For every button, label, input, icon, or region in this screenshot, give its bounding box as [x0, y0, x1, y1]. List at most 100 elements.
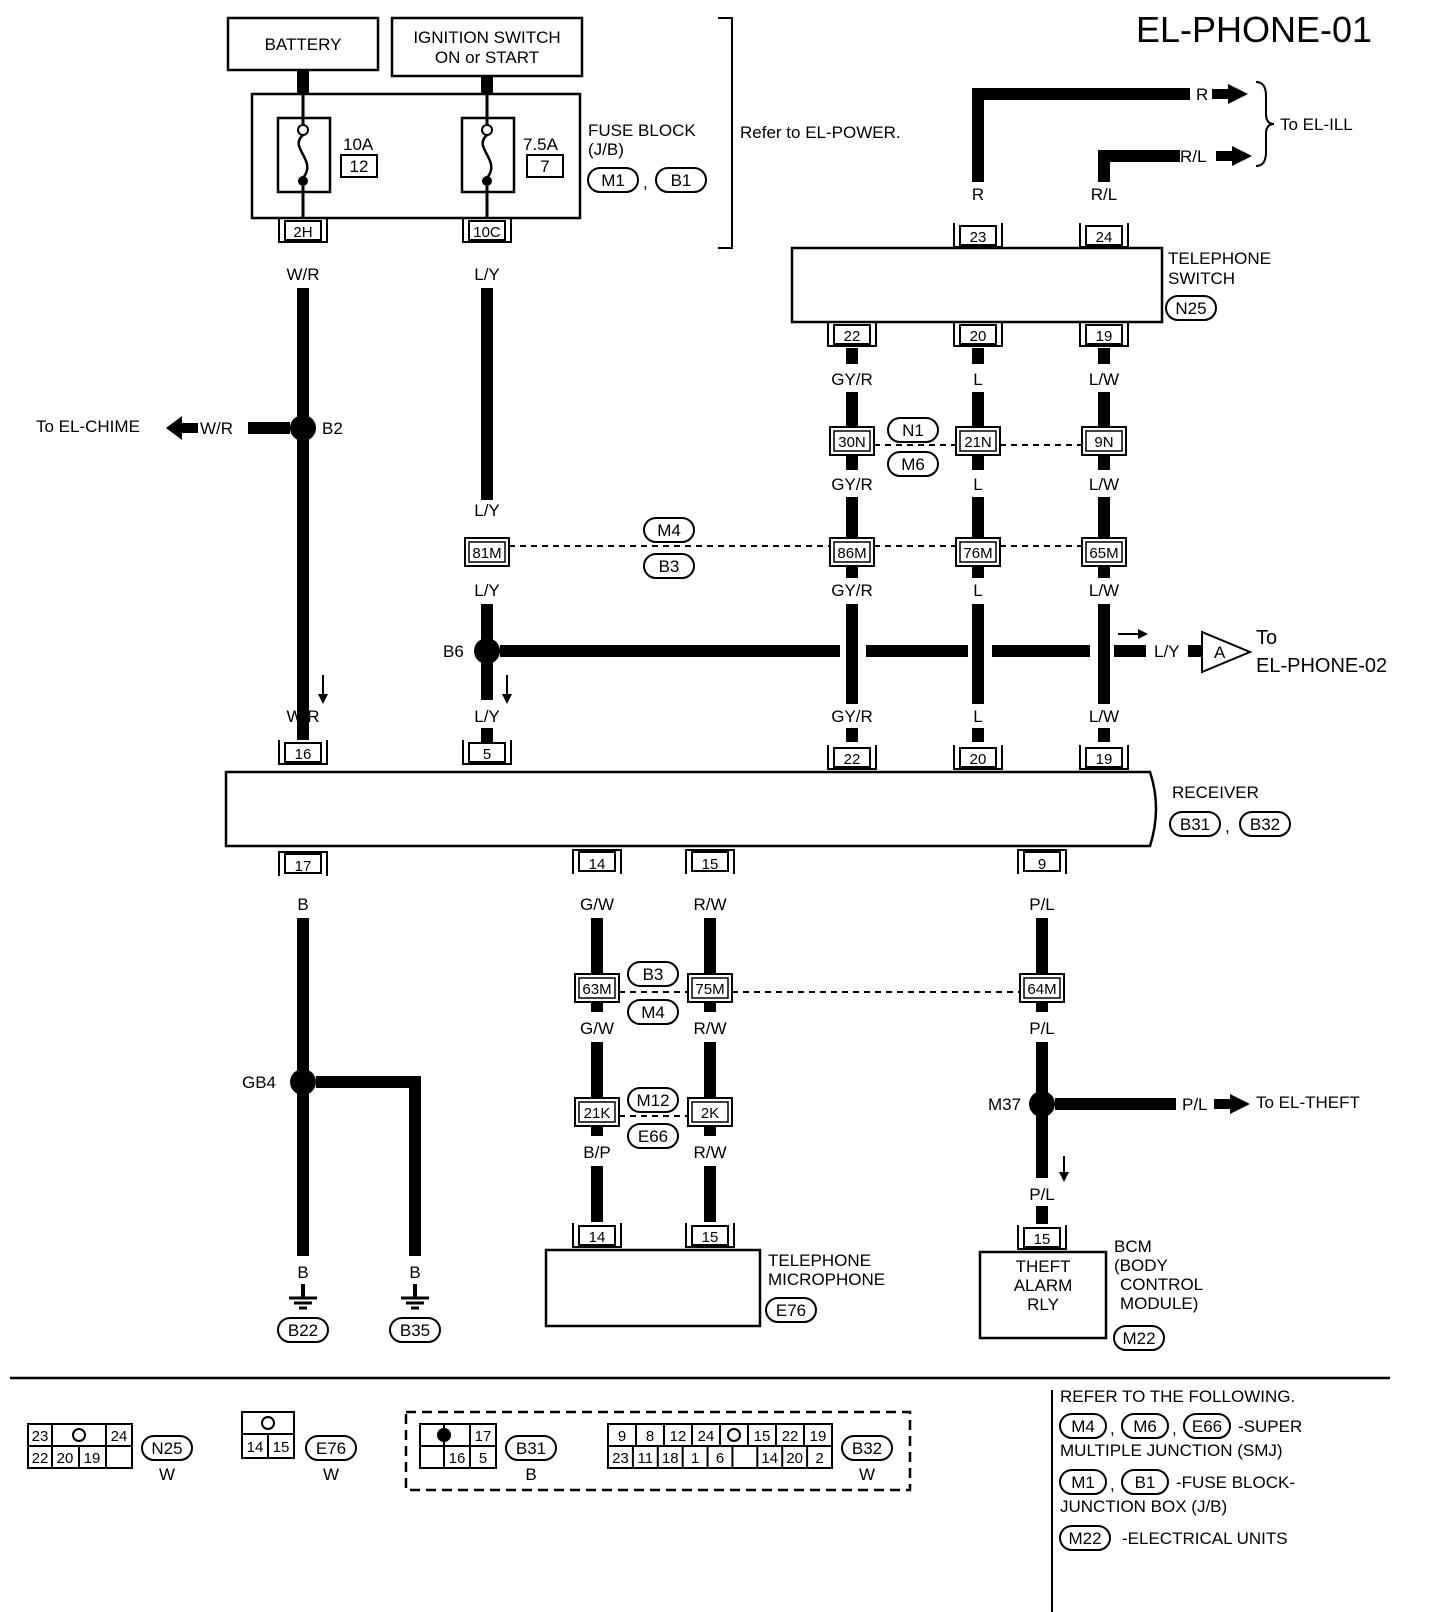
pin-10c: 10C — [473, 224, 501, 241]
wire-gyr-1: GY/R — [831, 370, 873, 389]
wire-pl-1: P/L — [1029, 895, 1055, 914]
tsw-pin-22: 22 — [844, 328, 861, 345]
wire-ly-3: L/Y — [474, 581, 500, 600]
telephone-switch-line1: TELEPHONE — [1168, 249, 1271, 268]
smj-n1-label: N1 — [902, 421, 924, 440]
wire-wr-2: W/R — [286, 707, 319, 726]
wire-ly-1: L/Y — [474, 265, 500, 284]
legend-b32-cell: 8 — [646, 1428, 654, 1445]
bcm-box-line2: ALARM — [1014, 1276, 1073, 1295]
pin-2h: 2H — [293, 224, 312, 241]
junction-b2 — [290, 415, 316, 441]
fuse2-number: 7 — [540, 157, 549, 176]
smj-21n: 21N — [964, 434, 992, 451]
bcm-conn: M22 — [1113, 1325, 1165, 1351]
svg-text:,: , — [1225, 817, 1230, 836]
legend-b32-cell: 19 — [810, 1428, 827, 1445]
microphone-box — [544, 1248, 762, 1328]
receiver-conn-b31: B31 — [1169, 811, 1221, 837]
rcv-pin-19: 19 — [1096, 751, 1113, 768]
smj-m4-bottom: M4 — [627, 999, 679, 1025]
legend-eu-text: -ELECTRICAL UNITS — [1122, 1529, 1288, 1548]
bcm-conn-label: M22 — [1122, 1329, 1155, 1348]
fuse1-amp: 10A — [343, 135, 374, 154]
wire-lw-4: L/W — [1089, 707, 1119, 726]
junction-m37 — [1029, 1091, 1055, 1117]
wire-wr-chime: W/R — [200, 419, 233, 438]
wire-r-end: R — [1196, 85, 1208, 104]
legend-n25-cell: 24 — [111, 1428, 128, 1445]
legend-smj-row: M4 , M6 , E66 -SUPER MULTIPLE JUNCTION (… — [1059, 1413, 1302, 1460]
microphone-line2: MICROPHONE — [768, 1270, 885, 1289]
ignition-switch-box: IGNITION SWITCH ON or START — [390, 16, 584, 78]
to-el-phone02-1: To — [1256, 627, 1277, 649]
junction-gb4-label: GB4 — [242, 1073, 276, 1092]
smj-m4-top-label: M4 — [657, 521, 681, 540]
bcm-box-line3: RLY — [1027, 1295, 1059, 1314]
rcv-pin-17: 17 — [295, 858, 312, 875]
tsw-pin-24: 24 — [1096, 229, 1113, 246]
fuse2-amp: 7.5A — [523, 135, 559, 154]
legend-b32-cell: 23 — [612, 1450, 629, 1467]
telephone-switch-conn-label: N25 — [1175, 299, 1206, 318]
fuse-block-conn-b1: B1 — [655, 167, 707, 193]
tsw-pin-20: 20 — [970, 328, 987, 345]
smj-76m: 76M — [963, 545, 992, 562]
rcv-pin-20: 20 — [970, 751, 987, 768]
legend-b32-cell: 1 — [691, 1450, 699, 1467]
telephone-switch — [790, 246, 1164, 324]
refer-el-power: Refer to EL-POWER. — [740, 123, 901, 142]
fuse1-number: 12 — [350, 157, 369, 176]
receiver-conn-b32: B32 — [1239, 811, 1291, 837]
wire-r: R — [972, 185, 984, 204]
smj-75m: 75M — [695, 981, 724, 998]
wire-gyr-3: GY/R — [831, 581, 873, 600]
wire-rl-end: R/L — [1180, 147, 1206, 166]
legend-smj-conn: M4 — [1071, 1417, 1095, 1436]
ground-b35-label: B35 — [400, 1321, 430, 1340]
legend-e76-conn: E76 — [316, 1439, 346, 1458]
telephone-switch-line2: SWITCH — [1168, 269, 1235, 288]
legend-n25-color: W — [159, 1465, 175, 1484]
legend-smj-text2: MULTIPLE JUNCTION (SMJ) — [1060, 1441, 1283, 1460]
telephone-switch-conn: N25 — [1165, 295, 1217, 321]
smj-m6: M6 — [887, 451, 939, 477]
smj-e66-label: E66 — [638, 1127, 668, 1146]
wire-gw-1: G/W — [580, 895, 614, 914]
svg-text:,: , — [1110, 1419, 1115, 1438]
wire-rw-2: R/W — [693, 1019, 726, 1038]
legend-b32-cell: 2 — [815, 1450, 823, 1467]
bcm-label-line3: CONTROL — [1120, 1275, 1203, 1294]
smj-b3-bottom-label: B3 — [643, 965, 664, 984]
wire-ly-5: L/Y — [1154, 642, 1180, 661]
to-el-phone02-2: EL-PHONE-02 — [1256, 655, 1387, 677]
legend-fb-row: M1 , B1 -FUSE BLOCK- JUNCTION BOX (J/B) — [1059, 1469, 1295, 1516]
wire-l-4: L — [973, 707, 982, 726]
legend-n25-conn: N25 — [151, 1439, 182, 1458]
smj-e66: E66 — [627, 1123, 679, 1149]
legend-b31-cell: 16 — [449, 1450, 466, 1467]
microphone-conn-label: E76 — [776, 1301, 806, 1320]
receiver-box — [224, 770, 1158, 848]
legend-b32-cell: 14 — [761, 1450, 778, 1467]
bcm-box — [978, 1250, 1108, 1340]
legend-b32-cell: 18 — [662, 1450, 679, 1467]
smj-64m: 64M — [1027, 981, 1056, 998]
fuse-block-label: FUSE BLOCK — [588, 121, 696, 140]
legend-n25: 23 24 22 20 19 N25 W — [27, 1423, 193, 1484]
legend-fb-conn: M1 — [1071, 1473, 1095, 1492]
legend-e76: 14 15 E76 W — [241, 1411, 357, 1484]
battery-box: BATTERY — [226, 16, 380, 72]
wire-gyr-4: GY/R — [831, 707, 873, 726]
wire-ly-4: L/Y — [474, 707, 500, 726]
legend-smj-conn: E66 — [1192, 1417, 1222, 1436]
legend-n25-cell: 23 — [32, 1428, 49, 1445]
wire-l-2: L — [973, 475, 982, 494]
bcm-label-line2: (BODY — [1114, 1256, 1168, 1275]
wire-rw-3: R/W — [693, 1143, 726, 1162]
tsw-pin-23: 23 — [970, 229, 987, 246]
wire-rl: R/L — [1091, 185, 1117, 204]
legend-b32-cell: 11 — [638, 1450, 654, 1467]
junction-b6 — [474, 638, 500, 664]
